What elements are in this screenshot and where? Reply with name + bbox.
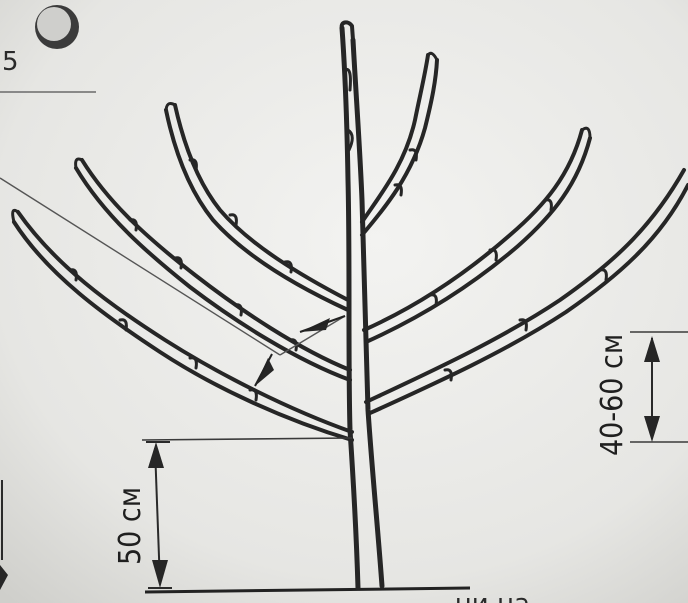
label-40-60cm: 40-60 см	[595, 334, 630, 456]
punch-hole-inner	[37, 7, 71, 41]
corner-number: 5	[2, 47, 19, 77]
label-50cm: 50 см	[113, 487, 148, 565]
caption-fragment: ...ни на ...	[430, 589, 563, 603]
